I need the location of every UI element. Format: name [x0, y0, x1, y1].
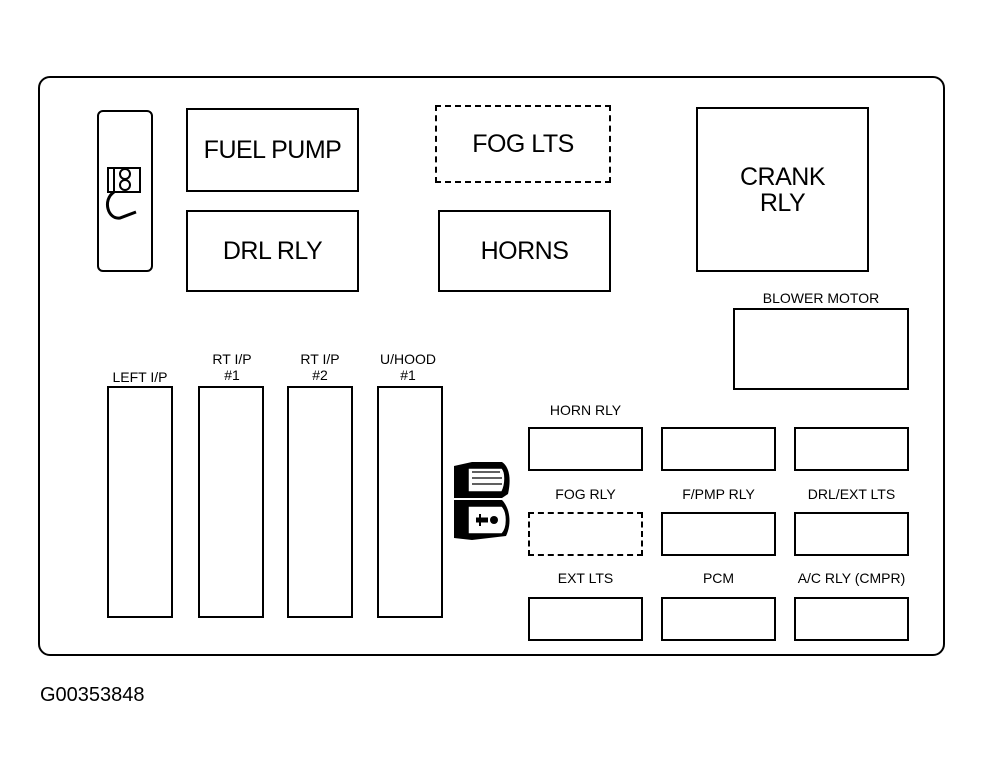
left-ip-label: LEFT I/P — [112, 369, 168, 385]
ac-compressor-relay — [794, 597, 909, 641]
fpmp-rly-label: F/PMP RLY — [682, 486, 755, 502]
horn-relay — [528, 427, 643, 471]
crank-label: CRANK — [739, 162, 826, 191]
figure-id: G00353848 — [40, 684, 145, 706]
relay-slot-3 — [794, 427, 909, 471]
fuel-pump-relay: FUEL PUMP — [186, 108, 359, 192]
pcm-relay — [661, 597, 776, 641]
rt-ip-2-line2: #2 — [312, 367, 328, 383]
horn-rly-label: HORN RLY — [549, 402, 622, 418]
left-ip-fuse-strip — [107, 386, 173, 618]
fog-lts-label: FOG LTS — [472, 130, 574, 158]
fog-rly-label: FOG RLY — [555, 486, 616, 502]
drl-ext-lts-label: DRL/EXT LTS — [807, 486, 896, 502]
rt-ip-2-fuse-strip — [287, 386, 353, 618]
rt-ip-2-label: RT I/P #2 — [284, 351, 356, 383]
drl-relay: DRL RLY — [186, 210, 359, 292]
drl-ext-lights-relay — [794, 512, 909, 556]
uhood-1-label: U/HOOD #1 — [368, 351, 448, 383]
rt-ip-1-fuse-strip — [198, 386, 264, 618]
horns-relay: HORNS — [438, 210, 611, 292]
rt-ip-1-line1: RT I/P — [212, 351, 252, 367]
fuse-puller-holder — [97, 110, 153, 272]
fuel-pump-small-relay — [661, 512, 776, 556]
blower-motor-label: BLOWER MOTOR — [762, 290, 880, 306]
rly-label: RLY — [759, 188, 806, 217]
uhood-1-line1: U/HOOD — [380, 351, 436, 367]
uhood-1-fuse-strip — [377, 386, 443, 618]
fuse-puller-icon — [105, 167, 141, 220]
blower-motor-relay — [733, 308, 909, 390]
uhood-1-line2: #1 — [400, 367, 416, 383]
rt-ip-1-label: RT I/P #1 — [196, 351, 268, 383]
fog-lights-relay: FOG LTS — [435, 105, 611, 183]
pcm-label: PCM — [702, 570, 735, 586]
rt-ip-1-line2: #1 — [224, 367, 240, 383]
crank-relay: CRANK RLY — [696, 107, 869, 272]
fog-relay — [528, 512, 643, 556]
ac-rly-label: A/C RLY (CMPR) — [797, 570, 906, 586]
rt-ip-2-line1: RT I/P — [300, 351, 340, 367]
fuse-block-panel — [38, 76, 945, 656]
connector-clip-icon — [454, 462, 510, 540]
ext-lts-label: EXT LTS — [557, 570, 614, 586]
relay-slot-2 — [661, 427, 776, 471]
horns-label: HORNS — [480, 237, 569, 265]
drl-rly-label: DRL RLY — [222, 237, 323, 265]
ext-lights-relay — [528, 597, 643, 641]
fuel-pump-label: FUEL PUMP — [203, 136, 342, 164]
